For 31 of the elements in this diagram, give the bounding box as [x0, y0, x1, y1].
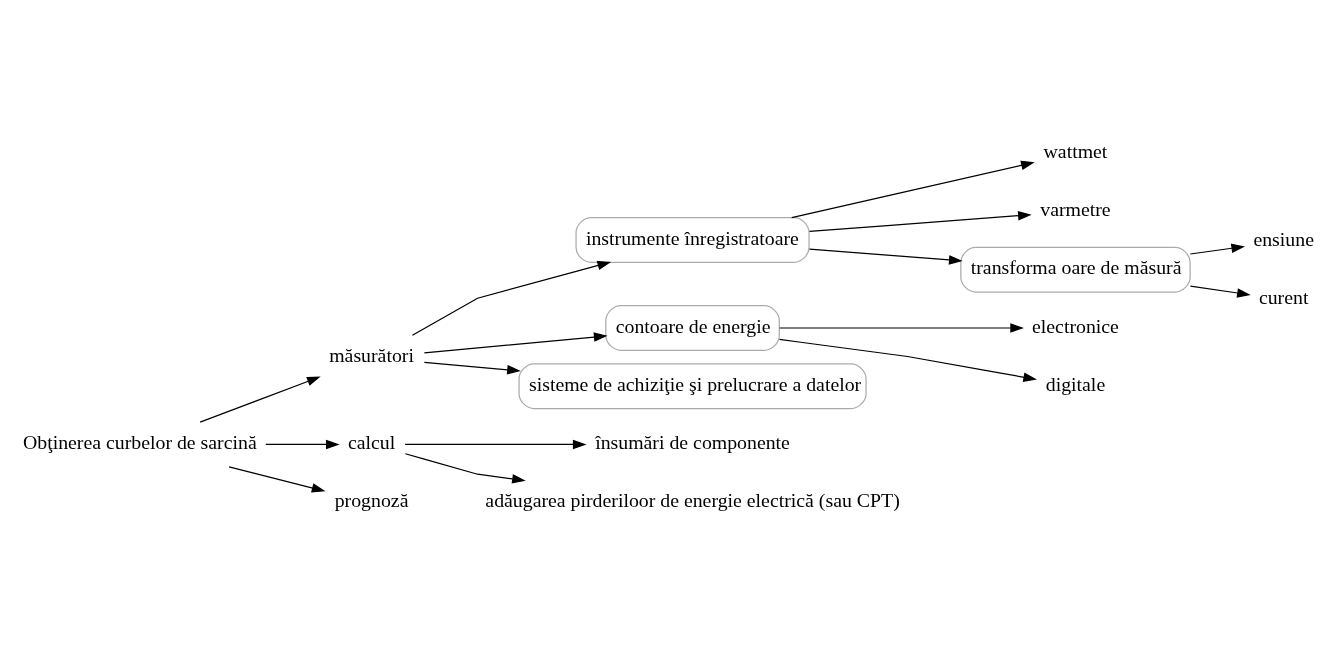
arrow [411, 260, 612, 336]
node-box: contoare de energie [605, 305, 780, 351]
arrow [265, 439, 340, 450]
node-text: varmetre [1040, 198, 1111, 221]
node-box: transforma oare de măsură [960, 246, 1191, 293]
arrow [404, 453, 526, 484]
node-text: adăugarea pirderiloor de energie electrică (sau CPT) [485, 489, 900, 512]
arrow [423, 361, 521, 375]
arrow [1189, 243, 1246, 255]
arrow [1189, 285, 1251, 298]
node-text: însumări de componente [595, 431, 790, 454]
node-box: sisteme de achiziţie şi prelucrare a datelor [518, 363, 867, 410]
arrow [779, 323, 1024, 333]
arrow [808, 210, 1032, 232]
arrow [808, 248, 963, 265]
node-text: digitale [1045, 372, 1106, 395]
arrow [228, 466, 326, 493]
arrow [791, 160, 1035, 219]
node-text: ensiune [1253, 227, 1314, 250]
node-text: prognoză [334, 489, 409, 512]
node-text: Obţinerea curbelor de sarcină [22, 431, 257, 454]
node-text: curent [1258, 286, 1309, 309]
arrow [199, 376, 321, 423]
node-text: măsurători [329, 344, 414, 367]
node-text: electronice [1032, 314, 1119, 337]
arrow [778, 338, 1037, 382]
node-text: wattmet [1043, 139, 1108, 162]
arrow [423, 332, 608, 354]
node-text: calcul [347, 431, 396, 454]
arrow [404, 439, 587, 450]
node-box: instrumente înregistratoare [575, 217, 810, 263]
